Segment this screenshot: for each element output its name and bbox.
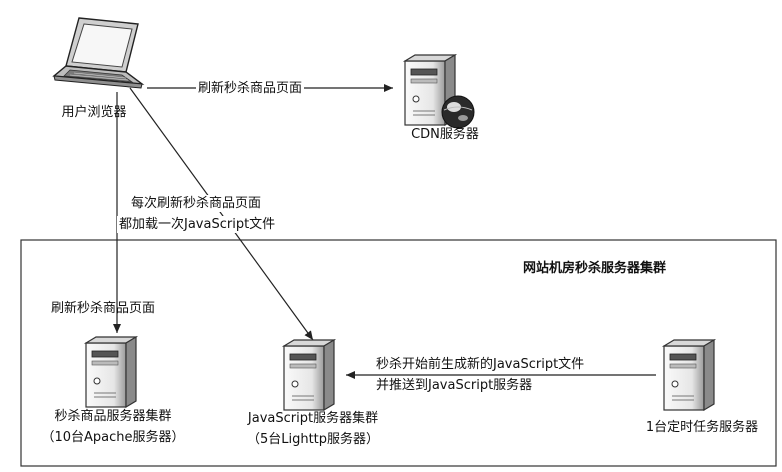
- seckill-cluster-label-1: 秒杀商品服务器集群: [54, 409, 172, 424]
- js-cluster-label-2: （5台Lighttp服务器）: [246, 432, 380, 447]
- edge-label-browser-to-js-2: 都加载一次JavaScript文件: [117, 216, 278, 233]
- globe-icon: [441, 95, 475, 129]
- laptop-icon: [52, 17, 145, 89]
- edge-label-browser-to-seckill: 刷新秒杀商品页面: [51, 301, 156, 316]
- js-server-icon: [283, 339, 335, 411]
- timer-label: 1台定时任务服务器: [645, 420, 759, 435]
- timer-server-icon: [663, 339, 715, 411]
- edge-label-browser-to-js-1: 每次刷新秒杀商品页面: [129, 195, 264, 212]
- datacenter-boundary: [20, 239, 777, 467]
- cdn-label: CDN服务器: [411, 127, 479, 142]
- datacenter-title: 网站机房秒杀服务器集群: [523, 261, 667, 276]
- edge-label-timer-to-js-1: 秒杀开始前生成新的JavaScript文件: [374, 356, 587, 373]
- seckill-server-icon: [85, 336, 137, 408]
- edge-label-timer-to-js-2: 并推送到JavaScript服务器: [374, 377, 535, 394]
- js-cluster-label-1: JavaScript服务器集群: [247, 411, 379, 426]
- edge-label-browser-to-cdn: 刷新秒杀商品页面: [196, 80, 305, 97]
- browser-label: 用户浏览器: [61, 105, 127, 120]
- seckill-cluster-label-2: （10台Apache服务器）: [41, 430, 185, 445]
- edge-browser-to-js: [129, 87, 314, 341]
